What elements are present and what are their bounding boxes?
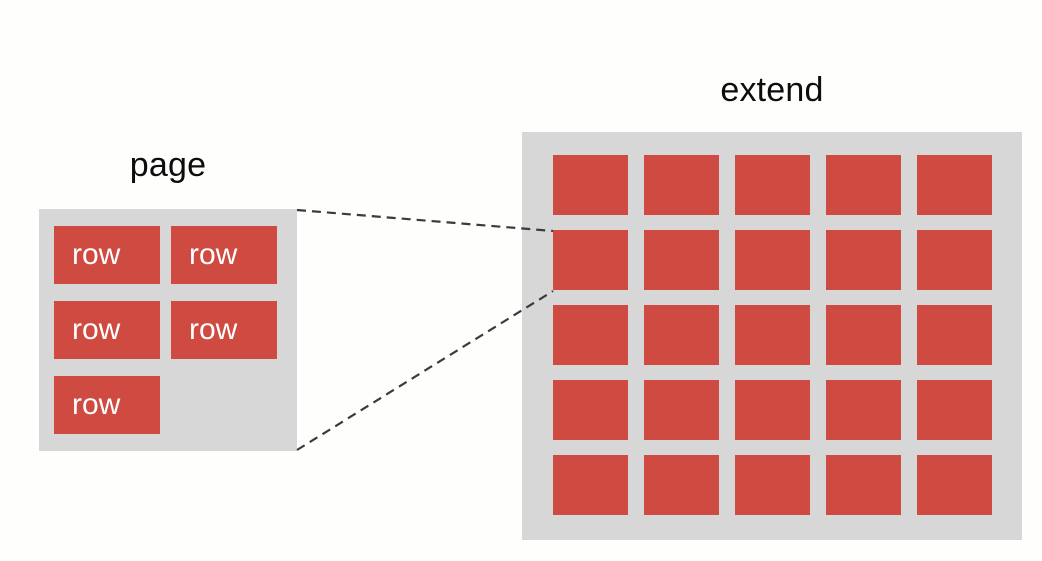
page-row-label: row [189, 313, 238, 346]
page-row-label: row [72, 388, 121, 421]
bottom-connector [296, 290, 554, 451]
extend-cell[interactable] [644, 230, 719, 290]
top-connector [296, 208, 554, 233]
extend-cell[interactable] [735, 305, 810, 365]
extend-cell[interactable] [826, 380, 901, 440]
page-group-label: page [129, 146, 207, 184]
extend-cell[interactable] [644, 305, 719, 365]
page-row-label: row [72, 238, 121, 271]
extend-cell-grid [553, 155, 992, 515]
page-row-item[interactable]: row [171, 226, 277, 284]
page-row-list: row row row row row [54, 226, 282, 434]
extend-cell[interactable] [553, 155, 628, 215]
page-row-item[interactable]: row [54, 376, 160, 434]
extend-cell[interactable] [917, 380, 992, 440]
page-row-label: row [72, 313, 121, 346]
page-container: row row row row row [39, 209, 297, 451]
extend-cell[interactable] [826, 305, 901, 365]
extend-cell[interactable] [735, 230, 810, 290]
extend-cell[interactable] [735, 455, 810, 515]
extend-container [522, 132, 1022, 540]
page-row-item[interactable]: row [54, 226, 160, 284]
page-row-item[interactable]: row [171, 301, 277, 359]
extend-cell[interactable] [917, 230, 992, 290]
extend-cell[interactable] [553, 455, 628, 515]
extend-cell[interactable] [644, 155, 719, 215]
extend-cell[interactable] [826, 230, 901, 290]
page-row-label: row [189, 238, 238, 271]
extend-cell[interactable] [644, 455, 719, 515]
extend-cell[interactable] [735, 380, 810, 440]
extend-cell[interactable] [917, 455, 992, 515]
extend-cell[interactable] [826, 455, 901, 515]
extend-cell[interactable] [553, 380, 628, 440]
extend-cell[interactable] [553, 305, 628, 365]
page-row-item[interactable]: row [54, 301, 160, 359]
extend-cell[interactable] [917, 305, 992, 365]
extend-cell[interactable] [826, 155, 901, 215]
extend-cell[interactable] [553, 230, 628, 290]
extend-cell[interactable] [735, 155, 810, 215]
extend-group-label: extend [720, 71, 824, 109]
extend-cell[interactable] [917, 155, 992, 215]
extend-cell[interactable] [644, 380, 719, 440]
